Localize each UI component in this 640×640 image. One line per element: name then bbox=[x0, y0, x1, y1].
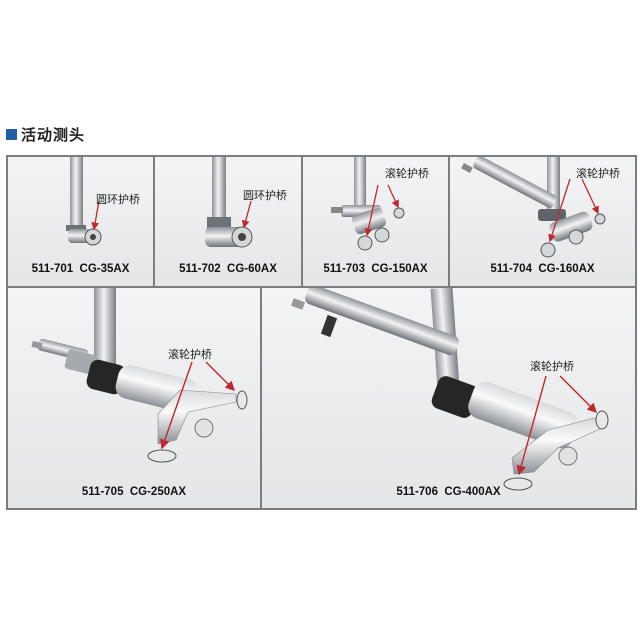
probe-image-4 bbox=[461, 157, 606, 258]
callout-label: 圆环护桥 bbox=[96, 193, 140, 206]
model-caption: 511-701 CG-35AX bbox=[31, 263, 130, 275]
product-cell-511-701: 圆环护桥 511-701 CG-35AX bbox=[7, 156, 154, 287]
probe-image-1 bbox=[66, 157, 102, 246]
model-caption: 511-703 CG-150AX bbox=[323, 263, 428, 275]
probe-image-3 bbox=[331, 157, 405, 251]
product-cell-511-705: 滚轮护桥 511-705 CG-250AX bbox=[7, 287, 261, 509]
product-cell-511-704: 滚轮护桥 511-704 CG-160AX bbox=[449, 156, 636, 287]
product-grid: 圆环护桥 511-701 CG-35AX 圆环护桥 511-702 CG-60A… bbox=[6, 155, 637, 510]
callout-label: 滚轮护桥 bbox=[530, 360, 574, 373]
heading-square-icon bbox=[6, 128, 17, 140]
heading-title: 活动测头 bbox=[21, 125, 86, 144]
section-heading: 活动测头 bbox=[6, 124, 85, 144]
product-cell-511-702: 圆环护桥 511-702 CG-60AX bbox=[154, 156, 302, 287]
product-cell-511-706: 滚轮护桥 511-706 CG-400AX bbox=[261, 287, 636, 509]
model-caption: 511-705 CG-250AX bbox=[81, 486, 187, 498]
callout-label: 滚轮护桥 bbox=[385, 167, 429, 180]
callout-label: 滚轮护桥 bbox=[168, 348, 212, 361]
callout-label: 圆环护桥 bbox=[243, 189, 287, 202]
product-cell-511-703: 滚轮护桥 511-703 CG-150AX bbox=[302, 156, 449, 287]
callout-label: 滚轮护桥 bbox=[576, 167, 620, 180]
model-caption: 511-706 CG-400AX bbox=[396, 486, 501, 498]
model-caption: 511-704 CG-160AX bbox=[490, 263, 595, 275]
probe-image-2 bbox=[205, 157, 253, 248]
probe-image-6 bbox=[290, 288, 609, 491]
model-caption: 511-702 CG-60AX bbox=[179, 263, 277, 275]
probe-image-5 bbox=[31, 288, 248, 463]
